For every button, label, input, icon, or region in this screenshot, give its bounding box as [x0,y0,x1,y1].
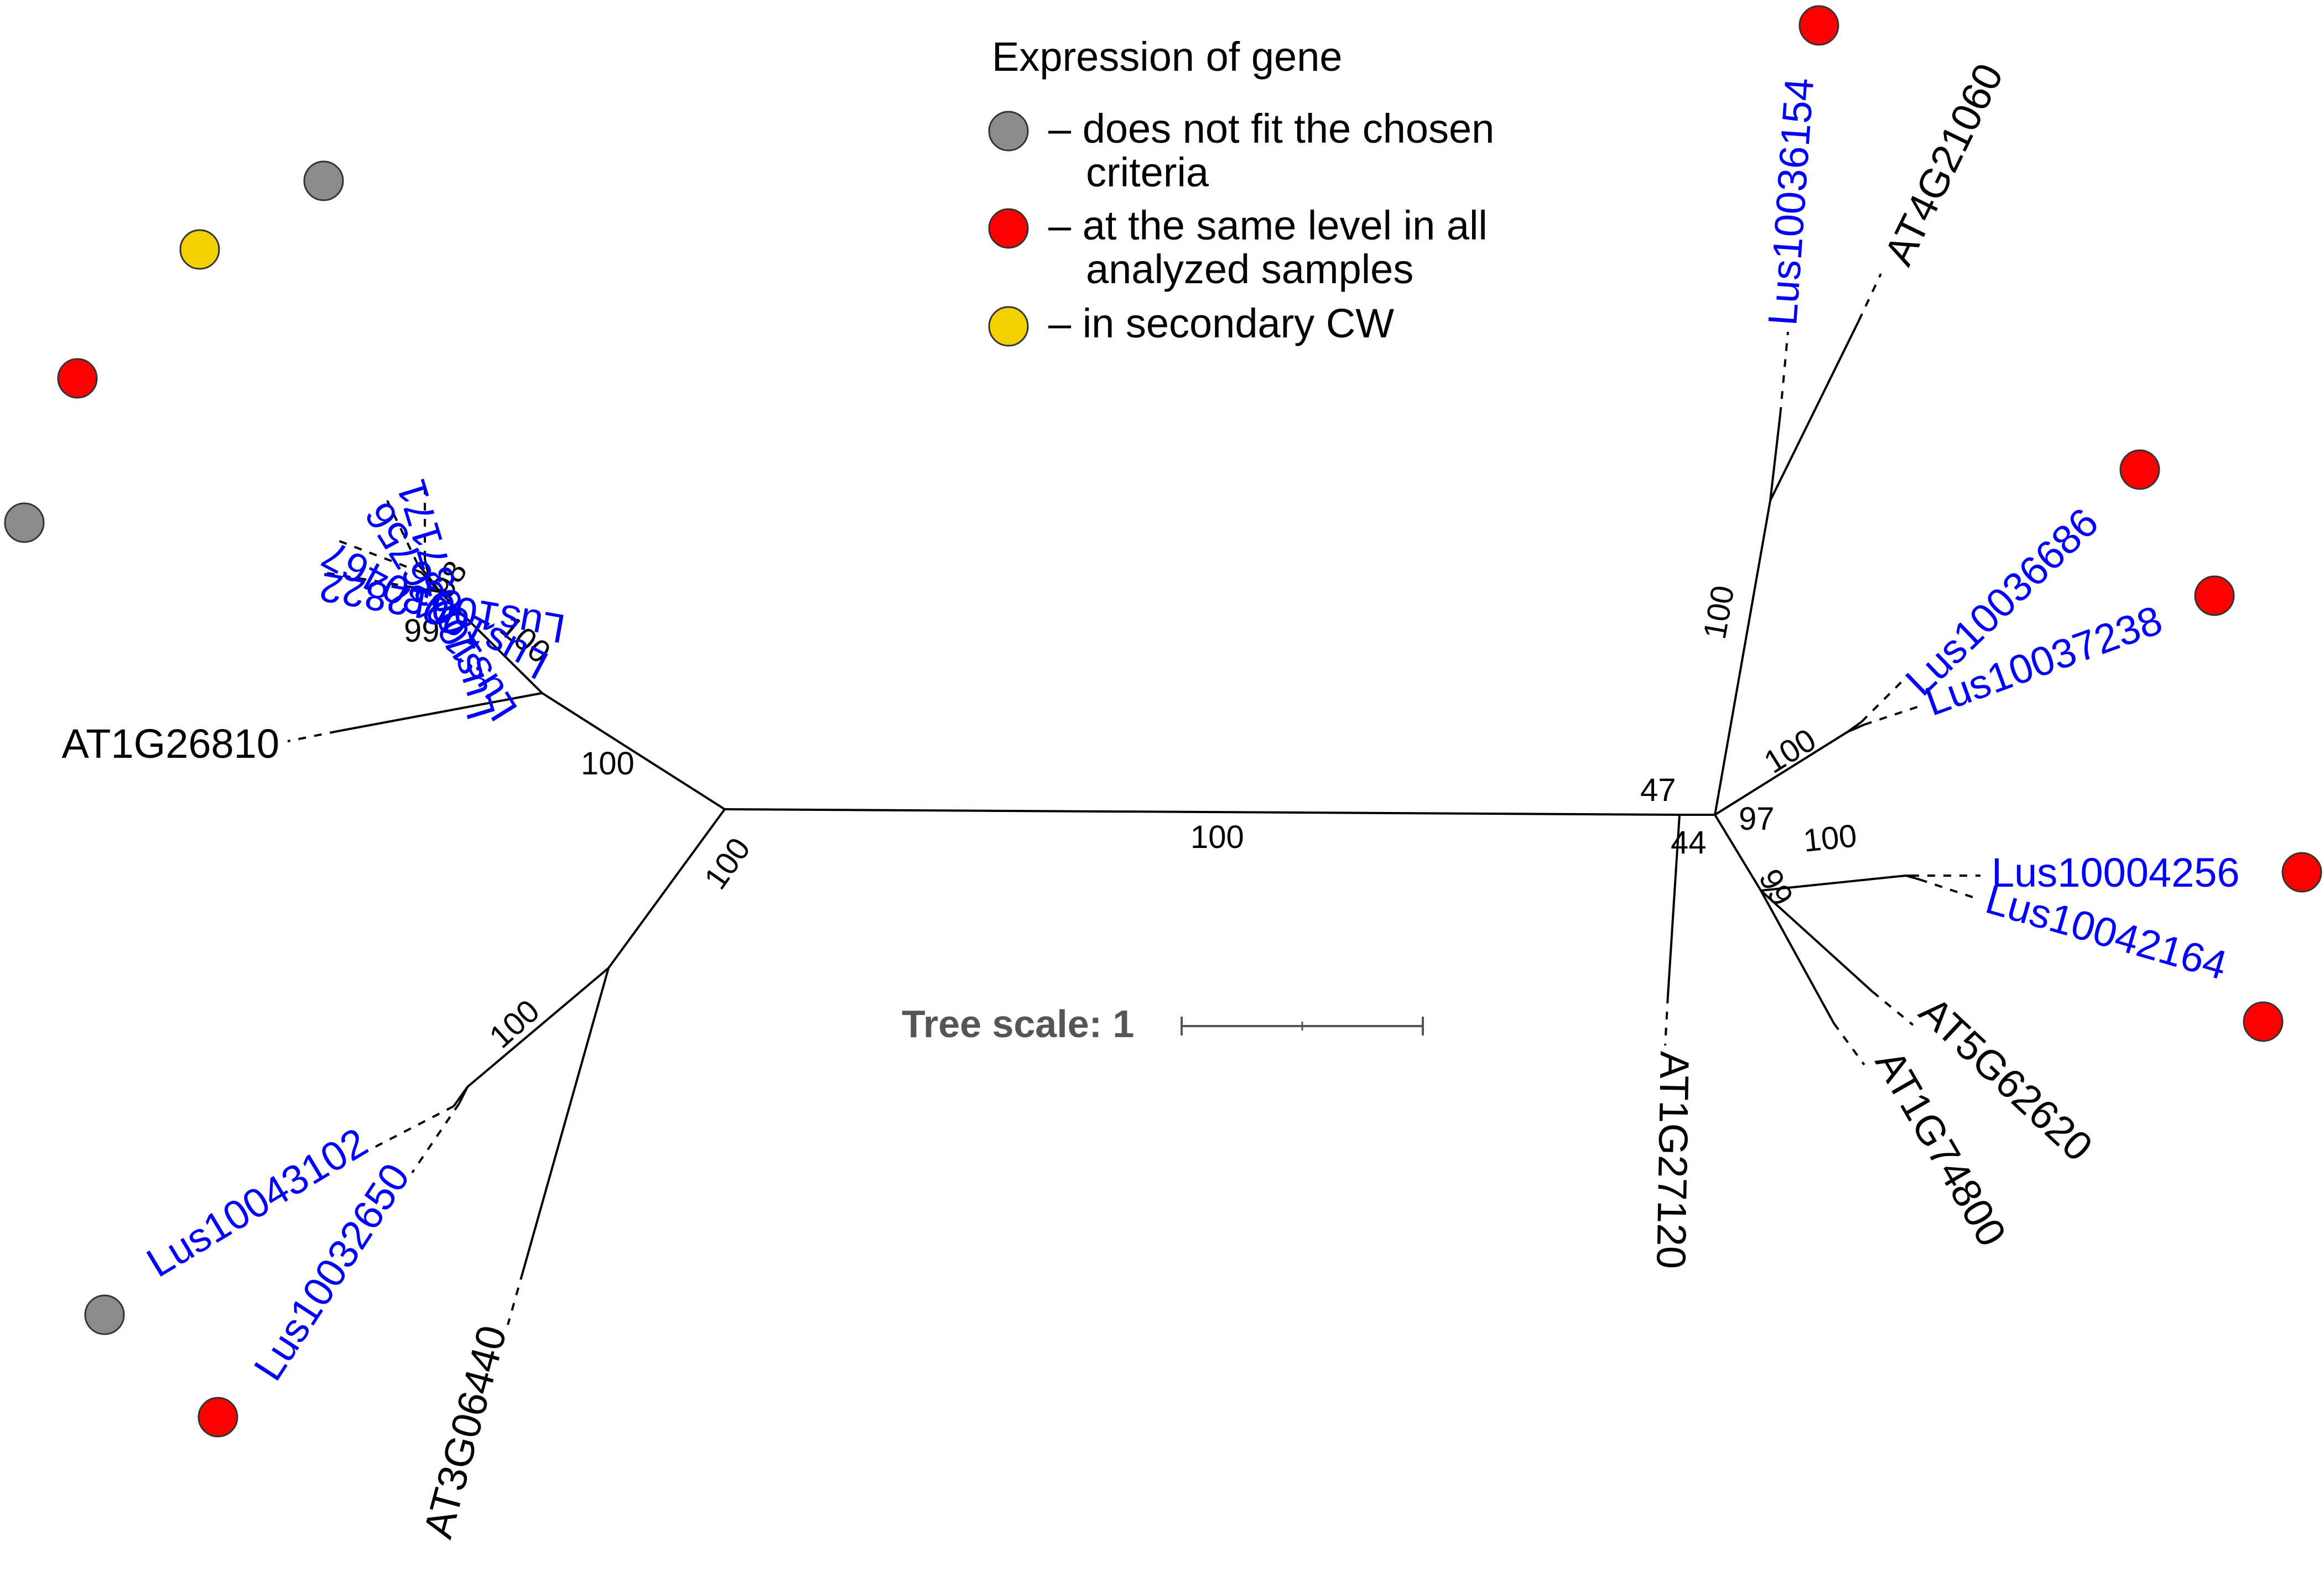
terminal-branch-Lus10012822 [413,586,440,593]
bootstrap-99-left: 99 [404,613,440,649]
tree-scale: Tree scale: 1 [902,1002,1424,1045]
branch-central [724,808,1680,816]
branch-right-97 [1714,814,1762,892]
leader-Lus10036756 [386,500,419,565]
legend-item-gray-line2: criteria [1086,149,1209,195]
legend-yellow-dot [988,306,1029,347]
terminal-branch-AT1G74800 [1760,890,1835,1024]
terminal-branch-Lus10030467 [420,571,441,593]
terminal-branch-AT5G62620 [1760,889,1874,993]
bootstrap-99-right: 99 [1752,863,1801,912]
leader-AT5G62620 [1871,991,1914,1026]
expression-dot-Lus10004256 [2281,852,2322,893]
branch-upper-left-clade [439,591,543,694]
legend: Expression of gene – does not fit the ch… [988,34,1494,347]
expression-dot-Lus10043102 [84,1294,125,1335]
leader-Lus10042164 [1919,878,1978,900]
bootstrap-labels: 98 99 100 100 100 100 100 100 47 44 100 … [404,555,1859,1055]
bootstrap-100-lower-left-branch: 100 [697,831,757,896]
leader-AT4G21060 [1858,273,1882,321]
legend-gray-dot [988,111,1029,152]
internal-branches [428,500,1906,1088]
legend-red-dot [988,208,1029,249]
terminal-branches [337,320,1920,1273]
bootstrap-100-lower-left-clade: 100 [482,993,546,1055]
leader-lines [287,273,1980,1325]
leader-Lus10036154 [1779,331,1789,415]
leader-Lus10037238 [1864,704,1923,726]
bootstrap-100-upper-left-branch: 100 [581,746,635,782]
terminal-branch-Lus10032650 [458,1086,469,1104]
expression-dot-Lus10037238 [2194,575,2235,616]
legend-item-gray-line1: – does not fit the chosen [1048,106,1494,152]
branch-root-to-upper-left [541,692,726,810]
leaf-label-Lus10036154: Lus10036154 [1759,76,1822,327]
legend-item-yellow-line1: – in secondary CW [1048,300,1394,346]
bootstrap-47: 47 [1640,772,1676,808]
bootstrap-97: 97 [1739,801,1775,837]
terminal-branch-AT4G21060 [1769,320,1860,501]
terminal-branch-AT3G06440 [522,967,610,1273]
bootstrap-100-right-pair: 100 [1758,722,1822,780]
bootstrap-100-right-upper: 100 [1697,583,1741,642]
bootstrap-100-central: 100 [1190,819,1244,855]
leaf-label-AT1G27120: AT1G27120 [1648,1051,1698,1269]
leader-Lus10036686 [1860,679,1904,723]
leader-Lus10043102 [373,1105,454,1149]
terminal-branch-Lus10042164 [1905,875,1920,881]
branch-lower-left-clade [466,967,610,1088]
leaf-label-AT4G21060: AT4G21060 [1875,56,2012,272]
expression-dot-Lus10036686 [2119,449,2160,490]
terminal-branch-Lus10037238 [1847,724,1865,733]
leader-AT1G26810 [287,730,338,742]
leaf-label-AT3G06440: AT3G06440 [414,1321,515,1543]
leader-AT3G06440 [507,1272,524,1325]
bootstrap-44: 44 [1671,825,1707,861]
legend-title: Expression of gene [992,34,1343,80]
terminal-branch-Lus10036154 [1769,414,1781,501]
tree-scale-label: Tree scale: 1 [902,1002,1134,1045]
expression-dot-Lus10037171 [303,160,344,201]
expression-dots [4,5,2322,1438]
expression-dot-Lus10030467 [57,358,98,399]
terminal-branch-AT1G27120 [1667,814,1681,996]
leader-AT1G27120 [1664,995,1669,1046]
leader-Lus10032650 [411,1102,460,1174]
terminal-branch-Lus10036756 [417,563,430,578]
expression-dot-Lus10032650 [197,1397,238,1438]
expression-dot-Lus10036756 [179,229,220,270]
legend-item-red-line1: – at the same level in all [1048,202,1488,248]
leaf-label-Lus10004256: Lus10004256 [1992,850,2240,896]
terminal-branch-AT1G26810 [337,692,543,732]
branch-right-100-pair [1714,731,1849,816]
terminal-branch-Lus10037171 [424,558,430,577]
branch-right-97-100 [1760,875,1906,892]
branch-right-100-clade [1714,500,1771,815]
expression-dot-Lus10012822 [4,502,45,543]
expression-dot-Lus10042164 [2243,1001,2284,1042]
expression-dot-Lus10036154 [1798,5,1839,46]
leaf-label-AT1G26810: AT1G26810 [61,721,279,767]
leader-AT1G74800 [1833,1022,1865,1066]
branch-root-to-lower-left [607,808,726,969]
legend-item-red-line2: analyzed samples [1086,246,1413,292]
bootstrap-100-right-lower: 100 [1802,818,1859,859]
